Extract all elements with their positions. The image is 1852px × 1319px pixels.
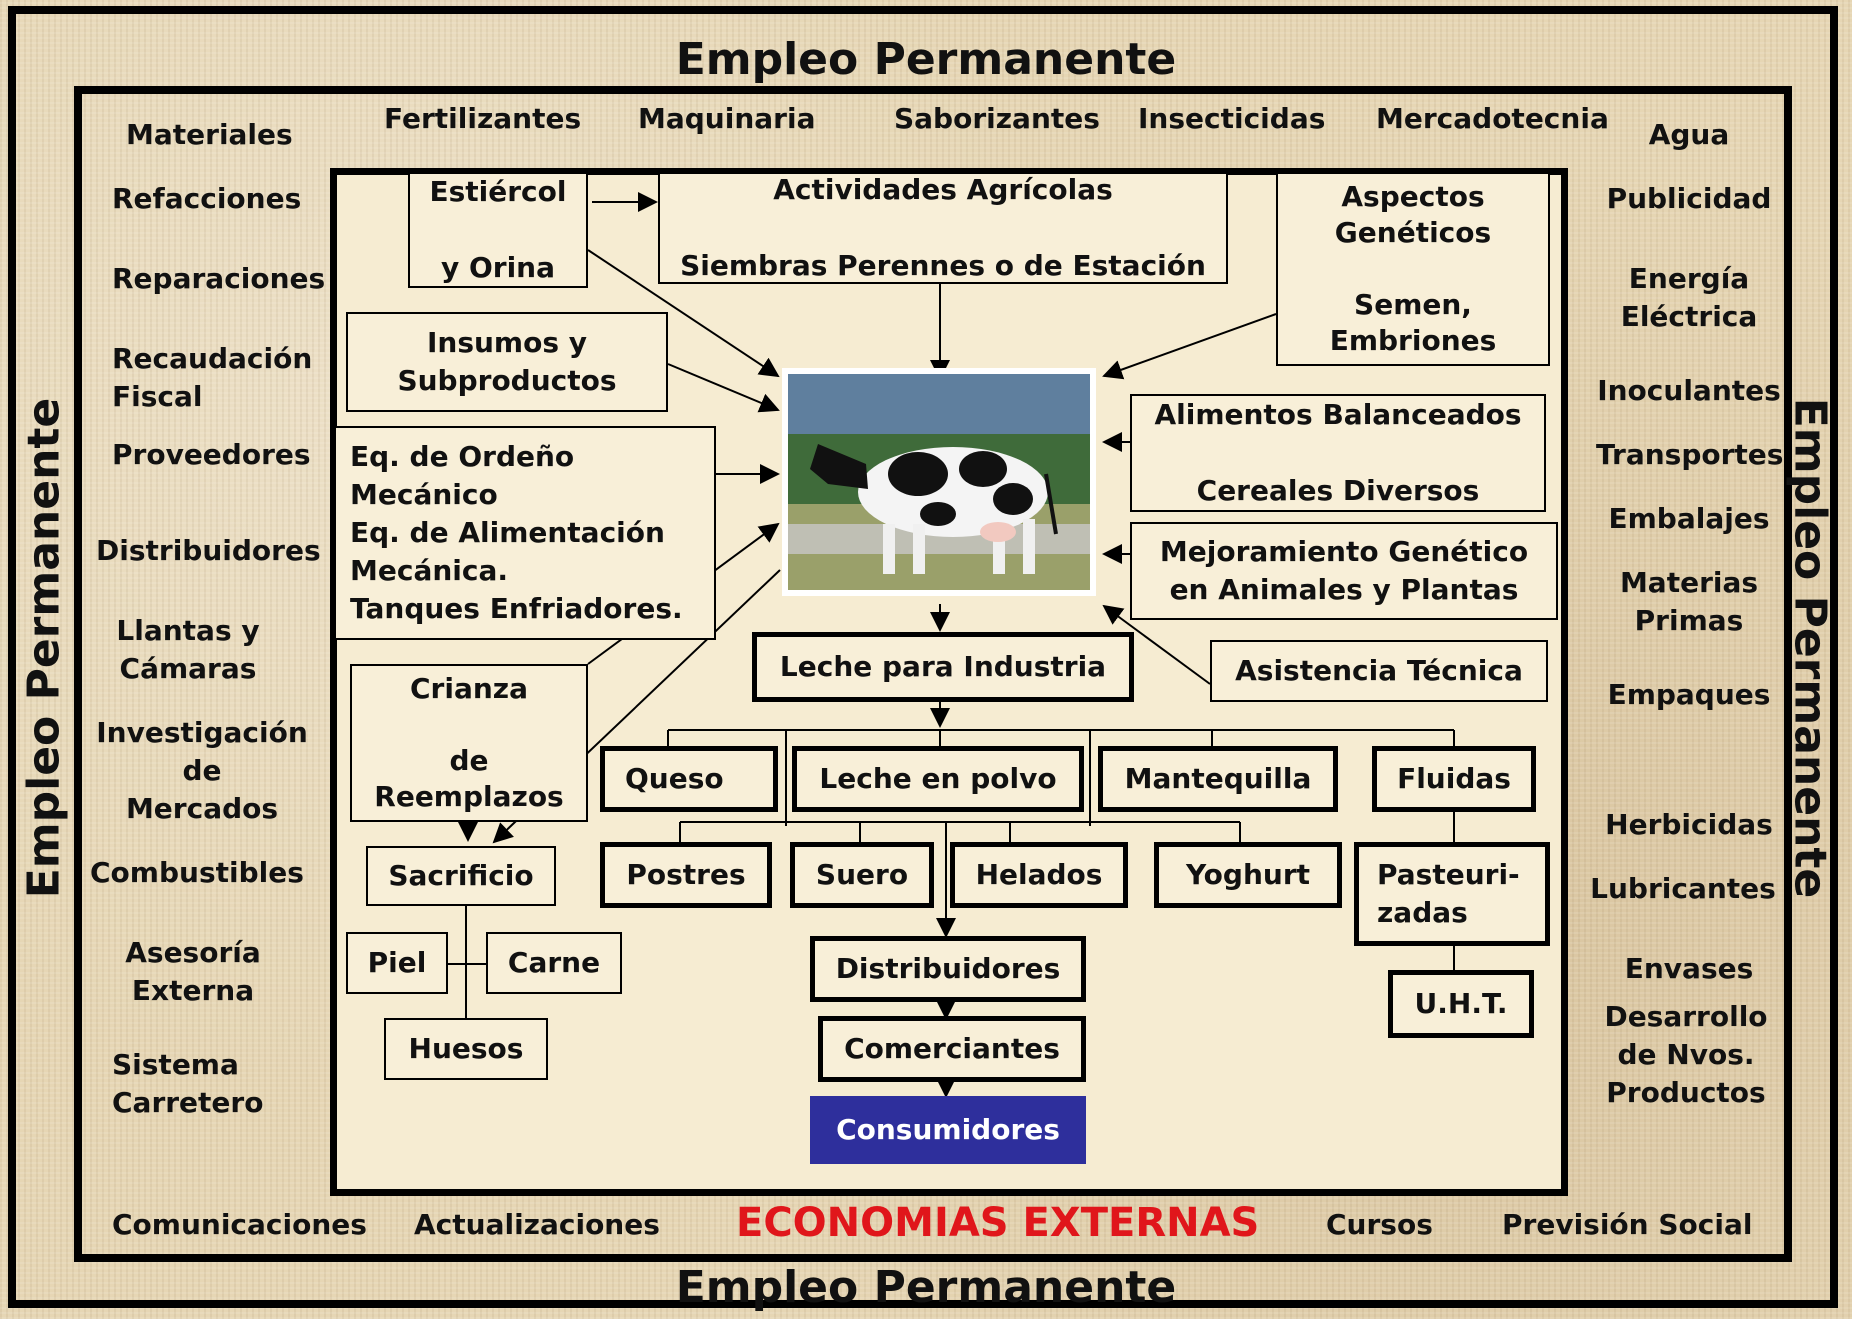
cow-photo [782,368,1096,596]
right-label-envases: Envases [1624,952,1754,985]
box-yoghurt: Yoghurt [1154,842,1342,908]
box-aspectos-geneticos: Aspectos Genéticos Semen, Embriones [1276,172,1550,366]
left-label-materiales: Materiales [126,118,293,151]
box-distribuidores: Distribuidores [810,936,1086,1002]
box-leche-polvo: Leche en polvo [792,746,1084,812]
right-label-lubricantes: Lubricantes [1590,872,1776,905]
bottom-label-comunicaciones: Comunicaciones [112,1208,367,1241]
box-helados: Helados [950,842,1128,908]
economias-externas-label: ECONOMIAS EXTERNAS [736,1200,1260,1246]
box-uht: U.H.T. [1388,970,1534,1038]
left-label-refacciones: Refacciones [112,182,302,215]
left-label-proveedores: Proveedores [112,438,311,471]
top-label-insecticidas: Insecticidas [1138,102,1326,135]
bottom-label-prevision: Previsión Social [1502,1208,1753,1241]
box-huesos: Huesos [384,1018,548,1080]
box-suero: Suero [790,842,934,908]
right-label-herbicidas: Herbicidas [1605,808,1773,841]
box-carne: Carne [486,932,622,994]
box-postres: Postres [600,842,772,908]
title-bottom: Empleo Permanente [675,1262,1177,1313]
right-label-publicidad: Publicidad [1606,182,1772,215]
box-consumidores: Consumidores [810,1096,1086,1164]
left-label-investigacion: Investigación de Mercados [96,716,308,825]
box-crianza-reemplazos: Crianza de Reemplazos [350,664,588,822]
bottom-label-cursos: Cursos [1326,1208,1433,1241]
left-label-llantas: Llantas y Cámaras [116,614,260,685]
top-label-maquinaria: Maquinaria [638,102,816,135]
box-comerciantes: Comerciantes [818,1016,1086,1082]
left-label-combustibles: Combustibles [90,856,304,889]
right-label-embalajes: Embalajes [1608,502,1770,535]
left-label-asesoria: Asesoría Externa [125,936,261,1007]
right-label-transportes: Transportes [1596,438,1784,471]
right-label-materias: Materias Primas [1619,566,1759,637]
top-label-fertilizantes: Fertilizantes [384,102,582,135]
box-asistencia-tecnica: Asistencia Técnica [1210,640,1548,702]
box-pasteurizadas: Pasteuri- zadas [1354,842,1550,946]
box-alimentos-balanceados: Alimentos Balanceados Cereales Diversos [1130,394,1546,512]
title-top: Empleo Permanente [675,34,1177,85]
right-label-empaques: Empaques [1607,678,1771,711]
left-label-reparaciones: Reparaciones [112,262,326,295]
right-label-inoculantes: Inoculantes [1597,374,1781,407]
right-label-agua: Agua [1648,118,1730,151]
top-label-mercadotecnia: Mercadotecnia [1376,102,1609,135]
top-label-saborizantes: Saborizantes [894,102,1100,135]
right-label-desarrollo: Desarrollo de Nvos. Productos [1604,1000,1768,1109]
box-insumos: Insumos y Subproductos [346,312,668,412]
left-label-sistema: Sistema Carretero [112,1048,264,1119]
middle-frame [74,86,1792,1262]
bottom-label-actualizaciones: Actualizaciones [414,1208,660,1241]
box-actividades-agricolas: Actividades Agrícolas Siembras Perennes … [658,172,1228,284]
box-mejoramiento-genetico: Mejoramiento Genético en Animales y Plan… [1130,522,1558,620]
box-piel: Piel [346,932,448,994]
right-label-energia: Energía Eléctrica [1620,262,1758,333]
box-sacrificio: Sacrificio [366,846,556,906]
box-leche-industria: Leche para Industria [752,632,1134,702]
box-mantequilla: Mantequilla [1098,746,1338,812]
left-label-distribuidores: Distribuidores [96,534,321,567]
outer-frame [8,6,1838,1308]
box-queso: Queso [600,746,778,812]
holstein-cow-icon [788,374,1090,590]
box-fluidas: Fluidas [1372,746,1536,812]
box-estiercol: Estiércol y Orina [408,172,588,288]
box-equipo-ordeno: Eq. de Ordeño Mecánico Eq. de Alimentaci… [334,426,716,640]
left-label-recaudacion: Recaudación Fiscal [112,342,313,413]
